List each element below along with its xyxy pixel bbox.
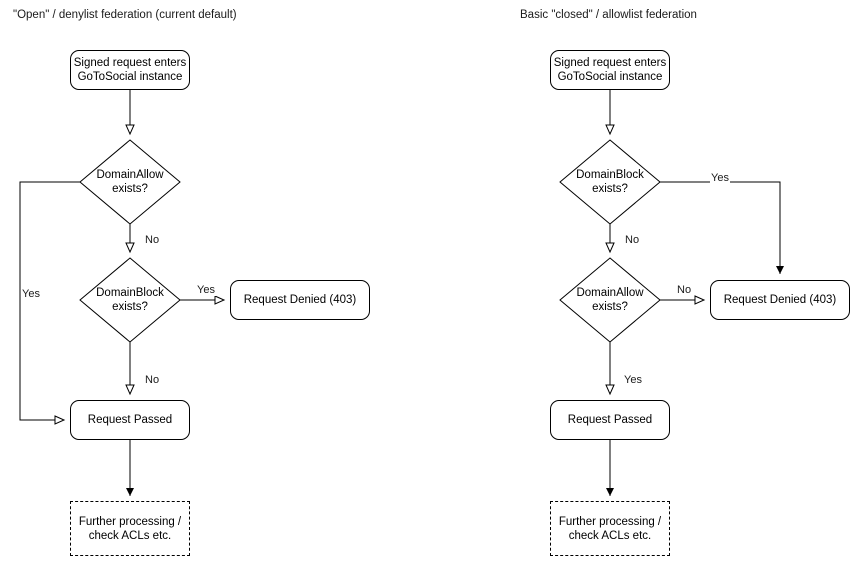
node-request-denied-left: Request Denied (403)	[230, 280, 370, 320]
node-decision-domain-block-right: DomainBlock exists?	[576, 169, 644, 195]
edge-label-allow-no-left: No	[144, 234, 161, 246]
edge-label-block-no-left: No	[144, 374, 161, 386]
node-decision-domain-allow-left: DomainAllow exists?	[96, 169, 164, 195]
node-decision-domain-block-left: DomainBlock exists?	[96, 287, 164, 313]
edge-decision1-yes-left	[19, 181, 80, 425]
edge-label-allow-yes-left: Yes	[21, 288, 41, 300]
node-request-denied-right: Request Denied (403)	[710, 280, 850, 320]
node-further-processing-left: Further processing / check ACLs etc.	[70, 501, 190, 556]
edge-decision1-yes-right	[660, 181, 784, 274]
node-further-processing-right: Further processing / check ACLs etc.	[550, 501, 670, 556]
node-decision-domain-allow-right: DomainAllow exists?	[576, 287, 644, 313]
node-request-passed-left: Request Passed	[70, 400, 190, 440]
edge-label-allow-yes-right: Yes	[623, 374, 643, 386]
node-request-passed-right: Request Passed	[550, 400, 670, 440]
panel-title-open-denylist: "Open" / denylist federation (current de…	[13, 9, 237, 21]
edge-label-block-no-right: No	[624, 234, 641, 246]
edge-label-block-yes-right: Yes	[710, 172, 730, 184]
node-entry-right: Signed request enters GoToSocial instanc…	[550, 50, 670, 90]
node-entry-left: Signed request enters GoToSocial instanc…	[70, 50, 190, 90]
edge-label-block-yes-left: Yes	[196, 284, 216, 296]
edge-label-allow-no-right: No	[676, 284, 693, 296]
panel-title-closed-allowlist: Basic "closed" / allowlist federation	[520, 9, 697, 21]
